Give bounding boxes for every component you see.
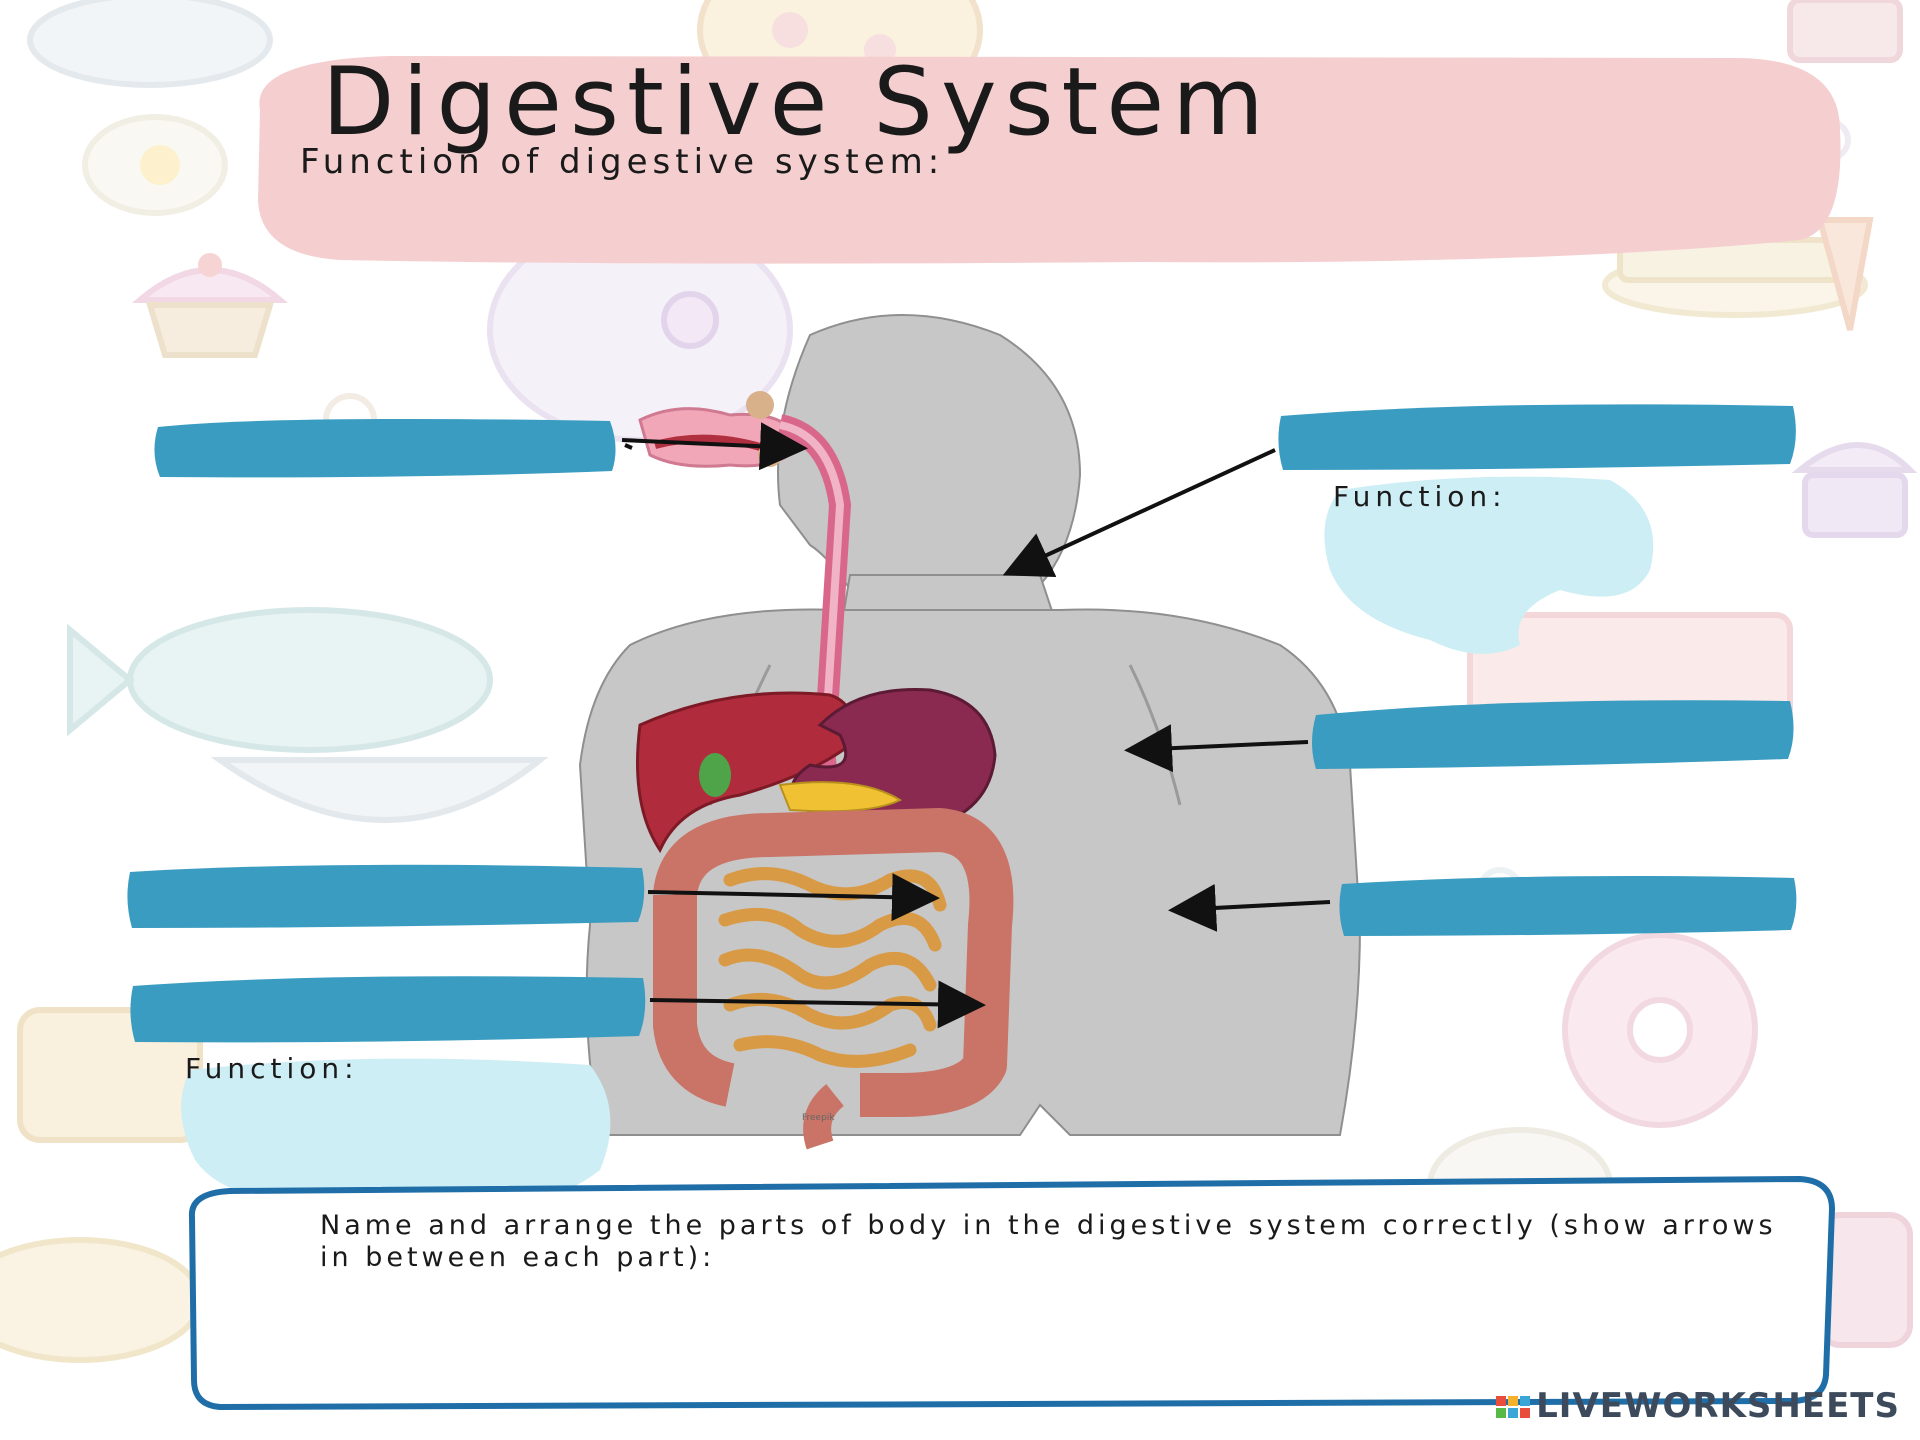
function-label-left: Function: xyxy=(185,1052,359,1085)
sequence-task-prompt: Name and arrange the parts of body in th… xyxy=(320,1210,1820,1274)
answer-box-esophagus[interactable] xyxy=(1275,398,1800,474)
answer-box-mouth[interactable] xyxy=(150,413,620,481)
answer-box-stomach[interactable] xyxy=(1308,693,1798,771)
answer-box-small-intestine[interactable] xyxy=(124,858,648,930)
liveworksheets-icon xyxy=(1496,1394,1530,1420)
function-label-right: Function: xyxy=(1333,480,1507,513)
brand-name: LIVEWORKSHEETS xyxy=(1536,1386,1900,1426)
liveworksheets-logo: LIVEWORKSHEETS xyxy=(1496,1386,1900,1426)
answer-box-rectum[interactable] xyxy=(127,970,649,1046)
answer-box-large-intestine[interactable] xyxy=(1336,870,1800,938)
